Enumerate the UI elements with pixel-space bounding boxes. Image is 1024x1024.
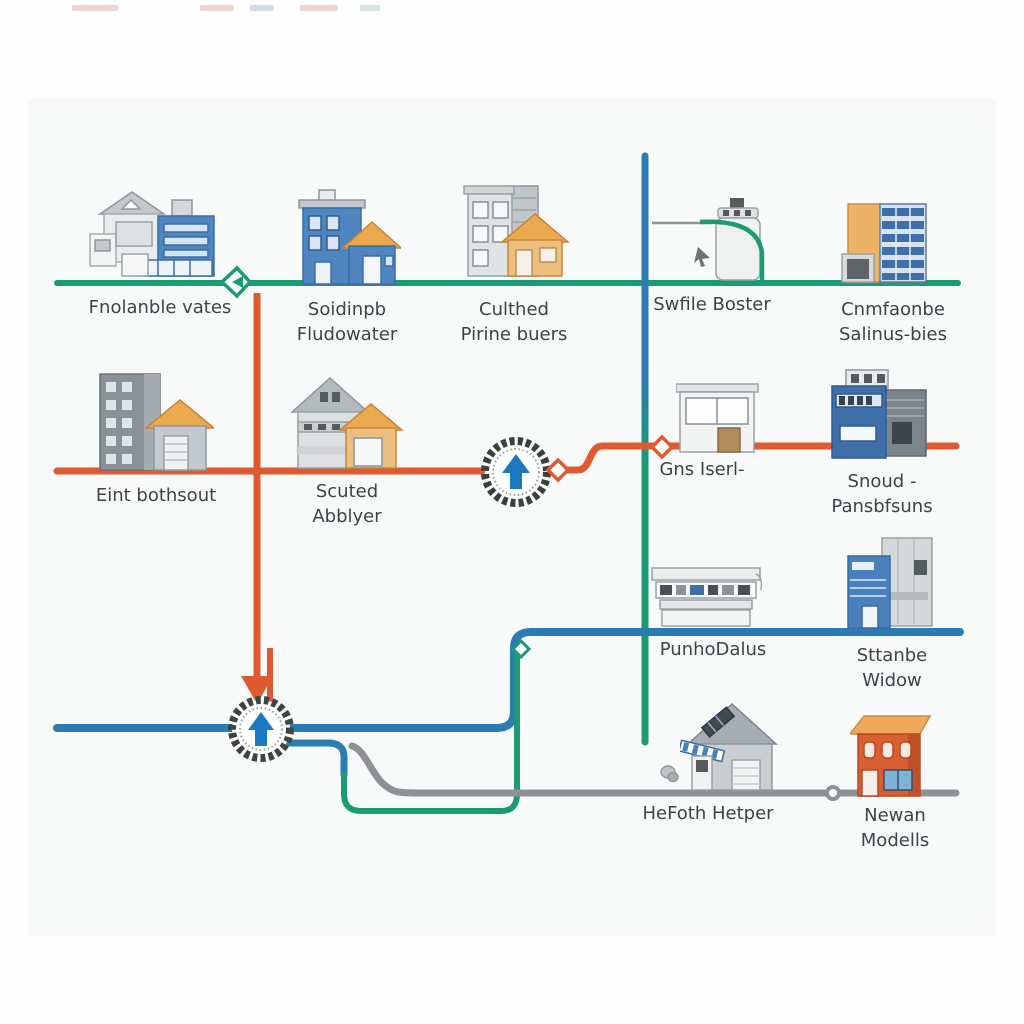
- top-artifact-marks: [200, 5, 234, 11]
- top-artifact-marks: [72, 5, 118, 11]
- station-snoud[interactable]: [826, 366, 932, 462]
- newan-building-icon: [850, 715, 932, 797]
- label-line: Snoud -: [847, 471, 917, 492]
- label-line: Swfile Boster: [653, 294, 771, 315]
- label-line: Salinus-bies: [838, 323, 948, 345]
- label-line: Pansbfsuns: [831, 495, 933, 517]
- label-line: Newan: [864, 805, 926, 826]
- label-line: Eint bothsout: [95, 485, 217, 506]
- station-sttanbe[interactable]: [840, 536, 938, 634]
- label-line: Gns Iserl-: [659, 459, 745, 480]
- culthed-building-icon: [463, 185, 571, 277]
- station-soidinpb[interactable]: [293, 188, 401, 288]
- sttanbe-building-icon: [847, 537, 933, 629]
- station-label-eint: Eint bothsout: [96, 484, 216, 509]
- label-line: HeFoth Hetper: [642, 803, 774, 824]
- station-label-culthed: Culthed Pirine buers: [461, 298, 568, 348]
- label-line: Soidinpb: [307, 299, 387, 320]
- station-hefoth[interactable]: [680, 696, 778, 796]
- station-label-sttanbe: Sttanbe Widow: [857, 644, 927, 694]
- station-punho[interactable]: [650, 554, 764, 630]
- label-line: Cnmfaonbe: [841, 299, 945, 320]
- label-line: Abblyer: [312, 505, 382, 527]
- snoud-building-icon: [831, 369, 927, 459]
- station-label-hefoth: HeFoth Hetper: [642, 802, 773, 827]
- fnolanble-building-icon: [89, 191, 215, 277]
- label-line: Fnolanble vates: [88, 297, 232, 318]
- label-line: Sttanbe: [856, 645, 928, 666]
- station-fnolanble[interactable]: [88, 178, 233, 286]
- label-line: Pirine buers: [460, 323, 568, 345]
- station-label-gns: Gns Iserl-: [659, 458, 744, 483]
- label-line: Fludowater: [296, 323, 398, 345]
- eint-building-icon: [99, 373, 214, 471]
- label-line: Widow: [862, 669, 922, 691]
- swfile-building-icon: [715, 198, 761, 281]
- station-newan[interactable]: [850, 704, 934, 802]
- station-swfile[interactable]: [706, 196, 770, 286]
- station-eint[interactable]: [90, 370, 214, 476]
- station-label-newan: Newan Modells: [861, 804, 929, 854]
- station-gns[interactable]: [676, 376, 762, 458]
- label-line: Scuted: [315, 481, 379, 502]
- station-label-swfile: Swfile Boster: [653, 293, 771, 318]
- station-culthed[interactable]: [460, 180, 572, 284]
- station-label-snoud: Snoud - Pansbfsuns: [831, 470, 932, 520]
- scuted-building-icon: [290, 376, 404, 469]
- label-line: PunhoDalus: [659, 639, 767, 660]
- station-label-soidinpb: Soidinpb Fludowater: [297, 298, 398, 348]
- station-cnmfaonbe[interactable]: [840, 190, 938, 290]
- punho-building-icon: [651, 567, 763, 627]
- cnmfaonbe-building-icon: [841, 203, 927, 283]
- station-scuted[interactable]: [290, 370, 404, 476]
- top-artifact-marks: [360, 5, 380, 11]
- top-artifact-marks: [250, 5, 274, 11]
- hefoth-building-icon: [680, 702, 778, 791]
- label-line: Modells: [860, 829, 930, 851]
- station-label-cnmfaonbe: Cnmfaonbe Salinus-bies: [839, 298, 947, 348]
- gns-building-icon: [676, 383, 759, 453]
- label-line: Culthed: [479, 299, 549, 320]
- station-label-punho: PunhoDalus: [660, 638, 766, 663]
- station-label-scuted: Scuted Abblyer: [312, 480, 381, 530]
- station-label-fnolanble: Fnolanble vates: [89, 296, 232, 321]
- soidinpb-building-icon: [298, 189, 401, 285]
- top-artifact-marks: [300, 5, 338, 11]
